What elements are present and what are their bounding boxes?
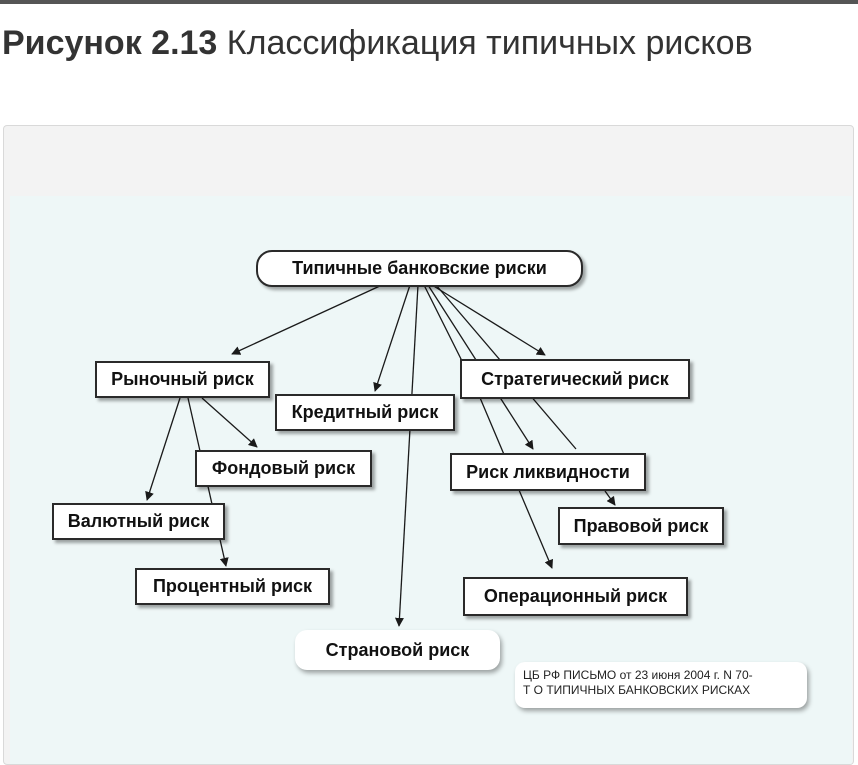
arrow-root-to-country [394,284,419,627]
node-liquidity-risk: Риск ликвидности [450,453,646,491]
figure-heading: Рисунок 2.13 Классификация типичных риск… [2,22,832,64]
arrow-legal-tail [604,490,616,506]
node-market-risk: Рыночный риск [95,361,270,398]
node-interest-risk: Процентный риск [135,568,330,605]
arrow-market-to-stock [201,397,258,448]
figure-label: Рисунок 2.13 [2,24,218,62]
node-root-typical-risks: Типичные банковские риски [256,250,583,287]
source-note-line-2: Т О ТИПИЧНЫХ БАНКОВСКИХ РИСКАХ [523,683,751,697]
source-note-line-1: ЦБ РФ ПИСЬМО от 23 июня 2004 г. N 70- [523,668,753,682]
node-currency-risk: Валютный риск [52,503,225,540]
node-strategic-risk: Стратегический риск [460,359,690,399]
node-operational-risk: Операционный риск [463,577,688,616]
top-rule [0,0,858,4]
arrow-root-to-credit [373,284,411,392]
node-stock-risk: Фондовый риск [195,450,372,487]
source-note: ЦБ РФ ПИСЬМО от 23 июня 2004 г. N 70- Т … [515,662,807,708]
arrow-root-to-strategic [431,284,546,356]
arrow-market-to-currency [145,397,181,501]
node-legal-risk: Правовой риск [558,507,724,545]
figure-title: Классификация типичных рисков [226,24,753,62]
node-country-risk: Страновой риск [295,630,500,670]
node-credit-risk: Кредитный риск [275,394,455,431]
arrow-root-to-market [231,284,383,355]
